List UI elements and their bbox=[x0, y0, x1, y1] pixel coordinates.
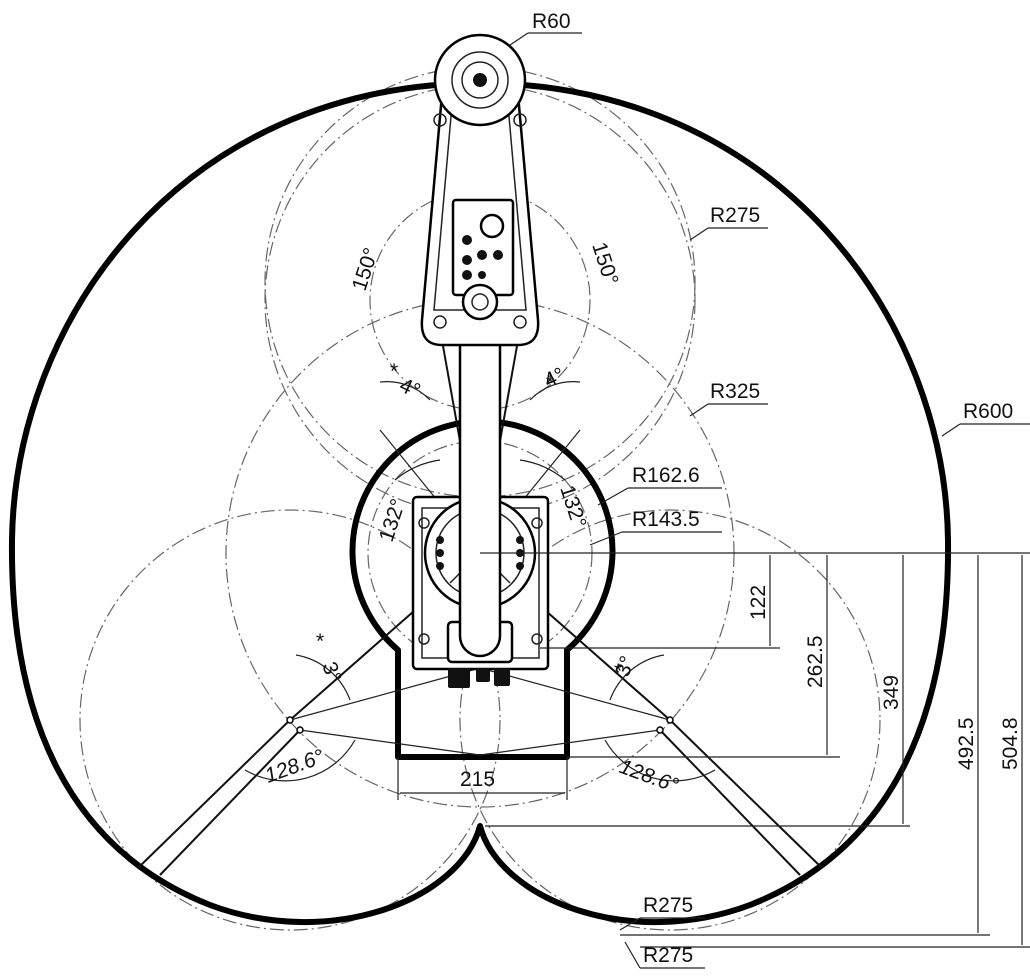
label-128-left: 128.6° bbox=[262, 745, 327, 787]
label-128-right: 128.6° bbox=[616, 755, 681, 797]
reach-circle-lower-right bbox=[459, 509, 881, 931]
label-215: 215 bbox=[460, 768, 495, 791]
label-4-left: 4° bbox=[396, 374, 424, 403]
label-r60: R60 bbox=[532, 10, 571, 33]
label-r162-6: R162.6 bbox=[632, 464, 700, 487]
label-r275-bottom-2: R275 bbox=[643, 944, 693, 967]
label-r325: R325 bbox=[710, 380, 760, 403]
label-r143-5: R143.5 bbox=[632, 508, 700, 531]
label-3-left: 3° bbox=[317, 659, 345, 686]
label-150-right: 150° bbox=[587, 239, 622, 287]
star-right-top: * bbox=[546, 372, 554, 395]
label-150-left: 150° bbox=[348, 245, 383, 293]
ball-screw-shaft bbox=[458, 298, 502, 658]
label-r600: R600 bbox=[963, 400, 1013, 423]
star-left-bottom: * bbox=[316, 630, 324, 653]
scara-robot-body bbox=[411, 33, 550, 688]
label-492-5: 492.5 bbox=[955, 717, 978, 770]
label-r275-top: R275 bbox=[710, 204, 760, 227]
star-left-top: * bbox=[390, 360, 398, 383]
label-122: 122 bbox=[747, 585, 770, 620]
label-504-8: 504.8 bbox=[999, 717, 1022, 770]
reach-circle-lower-left bbox=[79, 509, 501, 931]
label-4-right: 4° bbox=[540, 363, 568, 392]
angle-arcs bbox=[244, 381, 716, 782]
star-right-bottom: * bbox=[614, 660, 622, 683]
label-r275-bottom-1: R275 bbox=[643, 894, 693, 917]
label-262-5: 262.5 bbox=[804, 635, 827, 688]
label-132-right: 132° bbox=[555, 482, 590, 530]
label-349: 349 bbox=[880, 675, 903, 710]
dimension-lines bbox=[397, 32, 1030, 969]
